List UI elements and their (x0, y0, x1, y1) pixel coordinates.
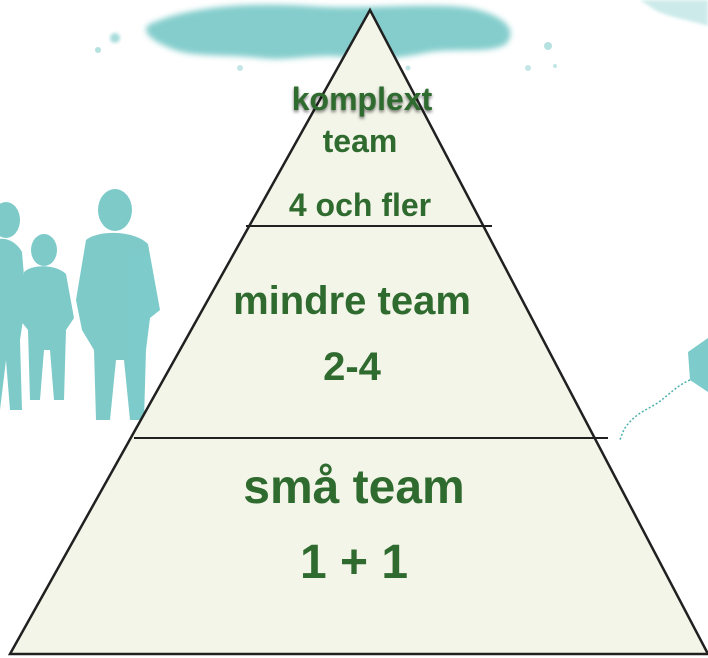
tier-middle-count: 2-4 (323, 345, 381, 389)
watercolor-corner (640, 0, 708, 26)
tier-top-title-line1: komplext (291, 81, 433, 117)
people-silhouettes-icon (0, 189, 160, 420)
tier-bottom-title: små team (243, 461, 465, 514)
tier-top-title-line2: team (322, 123, 398, 159)
tier-bottom-count: 1 + 1 (299, 536, 409, 589)
pyramid-triangle (7, 7, 708, 656)
kite-icon (619, 338, 708, 441)
tier-top-count: 4 och fler (288, 187, 432, 223)
watercolor-splash (95, 4, 557, 71)
tier-middle-title: mindre team (233, 279, 471, 323)
